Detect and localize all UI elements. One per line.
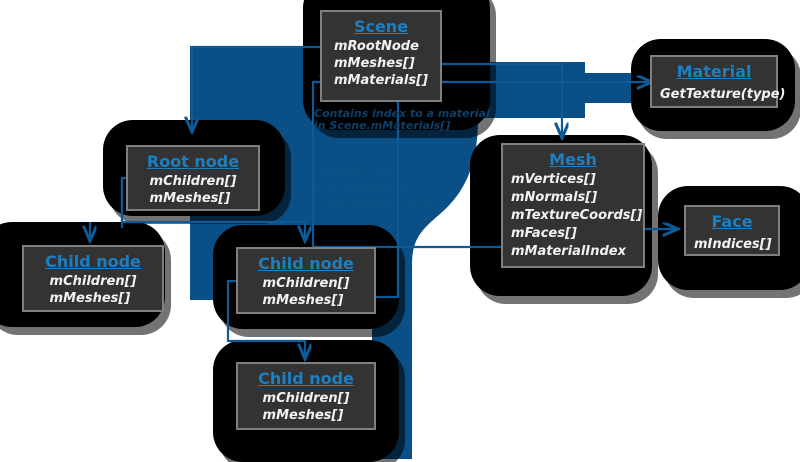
field-gettexture[interactable]: GetTexture(type): [660, 87, 786, 102]
node-root-node-fields: mChildren[] mMeshes[]: [150, 173, 237, 207]
node-mesh[interactable]: Mesh mVertices[] mNormals[] mTextureCoor…: [501, 143, 645, 268]
field-c1-mchildren[interactable]: mChildren[]: [49, 274, 137, 289]
node-scene-title: Scene: [353, 17, 409, 36]
node-face-fields: mIndices[]: [694, 237, 772, 253]
node-child-node-3-fields: mChildren[] mMeshes[]: [263, 390, 350, 424]
field-mmeshes[interactable]: mMeshes[]: [333, 56, 415, 71]
field-c3-mmeshes[interactable]: mMeshes[]: [262, 408, 344, 423]
field-root-mmeshes[interactable]: mMeshes[]: [149, 191, 231, 206]
annotation-material-index: Contains index to a material in Scene.mM…: [314, 108, 490, 132]
field-mrootnode[interactable]: mRootNode: [333, 39, 419, 54]
node-material-title: Material: [676, 62, 752, 81]
field-mfaces[interactable]: mFaces[]: [511, 226, 577, 241]
field-mnormals[interactable]: mNormals[]: [511, 190, 598, 205]
node-root-node-title: Root node: [146, 152, 240, 171]
node-child-node-2-fields: mChildren[] mMeshes[]: [263, 275, 350, 309]
field-mtexturecoords[interactable]: mTextureCoords[]: [511, 208, 643, 223]
node-mesh-title: Mesh: [549, 150, 597, 169]
edge-child-node-2-to-child-node-3: [226, 279, 305, 358]
node-child-node-1-title: Child node: [45, 252, 141, 271]
field-c2-mmeshes[interactable]: mMeshes[]: [262, 293, 344, 308]
node-child-node-2-title: Child node: [258, 254, 354, 273]
node-child-node-1-fields: mChildren[] mMeshes[]: [50, 273, 137, 307]
node-material[interactable]: Material GetTexture(type): [650, 55, 786, 108]
annotation-material-index-ghost: Contains index to a material in Scene.mM…: [312, 165, 433, 213]
ghost-annotation-line-2: to a material in: [312, 182, 408, 195]
field-mindices[interactable]: mIndices[]: [694, 237, 772, 252]
annotation-line-2: in Scene.mMaterials[]: [314, 119, 451, 132]
node-face-title: Face: [711, 212, 753, 231]
node-child-node-3[interactable]: Child node mChildren[] mMeshes[]: [236, 362, 376, 430]
field-mmaterialindex[interactable]: mMaterialIndex: [511, 244, 626, 259]
node-child-node-1[interactable]: Child node mChildren[] mMeshes[]: [22, 245, 164, 312]
field-c3-mchildren[interactable]: mChildren[]: [262, 391, 350, 406]
annotation-line-1: Contains index to a material: [314, 107, 490, 120]
node-root-node[interactable]: Root node mChildren[] mMeshes[]: [126, 145, 260, 211]
field-root-mchildren[interactable]: mChildren[]: [149, 174, 237, 189]
field-mvertices[interactable]: mVertices[]: [511, 172, 596, 187]
field-c1-mmeshes[interactable]: mMeshes[]: [49, 291, 131, 306]
node-child-node-2[interactable]: Child node mChildren[] mMeshes[]: [236, 247, 376, 314]
node-face[interactable]: Face mIndices[]: [684, 205, 780, 256]
node-scene-fields: mRootNode mMeshes[] mMaterials[]: [334, 38, 428, 89]
node-material-fields: GetTexture(type): [660, 87, 786, 103]
ghost-annotation-line-1: Contains index: [312, 166, 405, 179]
edge-scene-mmeshes-to-mesh: [437, 62, 562, 137]
node-scene[interactable]: Scene mRootNode mMeshes[] mMaterials[]: [320, 10, 442, 102]
field-mmaterials[interactable]: mMaterials[]: [333, 73, 428, 88]
node-mesh-fields: mVertices[] mNormals[] mTextureCoords[] …: [511, 171, 642, 261]
ghost-annotation-line-3: Scene.mMaterials[]: [312, 198, 433, 211]
node-child-node-3-title: Child node: [258, 369, 354, 388]
edge-scene-rootnode-to-root-node: [192, 45, 344, 131]
field-c2-mchildren[interactable]: mChildren[]: [262, 276, 350, 291]
